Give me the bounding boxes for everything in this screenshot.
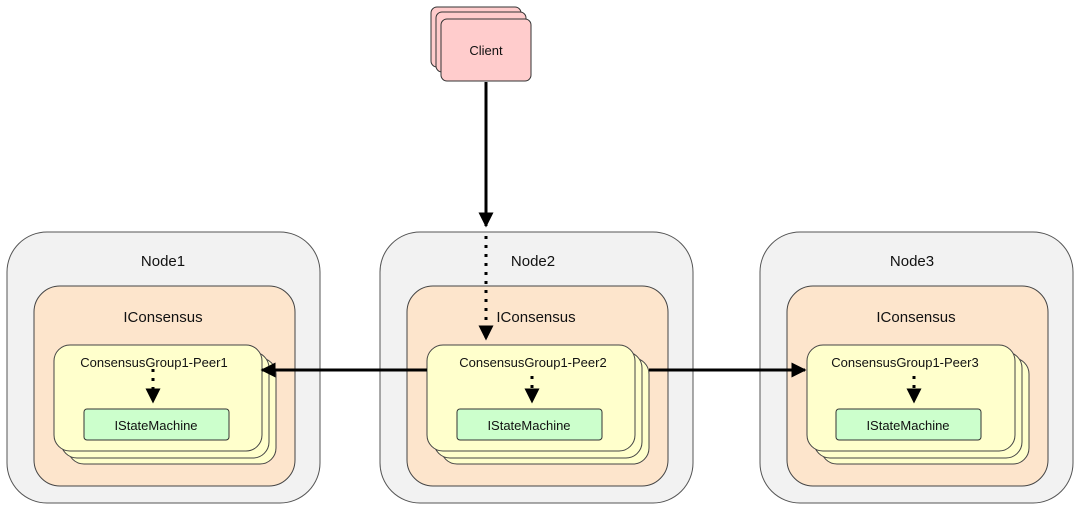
node-3-state-machine-box bbox=[835, 408, 982, 441]
node-1-peer-label: ConsensusGroup1-Peer1 bbox=[80, 355, 227, 370]
node-2-state-machine-label: IStateMachine bbox=[487, 418, 570, 433]
node-3-label: Node3 bbox=[890, 253, 934, 270]
node-2-consensus-label: IConsensus bbox=[496, 309, 575, 326]
node-1: Node1 IConsensus ConsensusGroup1-Peer1 I… bbox=[6, 231, 321, 504]
client-stack-front bbox=[440, 18, 532, 82]
node-2: Node2 IConsensus ConsensusGroup1-Peer2 I… bbox=[379, 231, 694, 504]
node-1-state-machine-label: IStateMachine bbox=[114, 418, 197, 433]
node-1-consensus-label: IConsensus bbox=[123, 309, 202, 326]
node-3-peer-label: ConsensusGroup1-Peer3 bbox=[831, 355, 978, 370]
node-1-state-machine-box bbox=[83, 408, 230, 441]
client-label: Client bbox=[469, 43, 503, 58]
node-2-label: Node2 bbox=[511, 253, 555, 270]
node-2-state-machine-box bbox=[456, 408, 603, 441]
node-2-peer-label: ConsensusGroup1-Peer2 bbox=[459, 355, 606, 370]
node-3-state-machine-label: IStateMachine bbox=[866, 418, 949, 433]
node-3-consensus-label: IConsensus bbox=[876, 309, 955, 326]
node-3: Node3 IConsensus ConsensusGroup1-Peer3 I… bbox=[759, 231, 1074, 504]
node-1-label: Node1 bbox=[141, 253, 185, 270]
client-box: Client bbox=[430, 6, 532, 82]
